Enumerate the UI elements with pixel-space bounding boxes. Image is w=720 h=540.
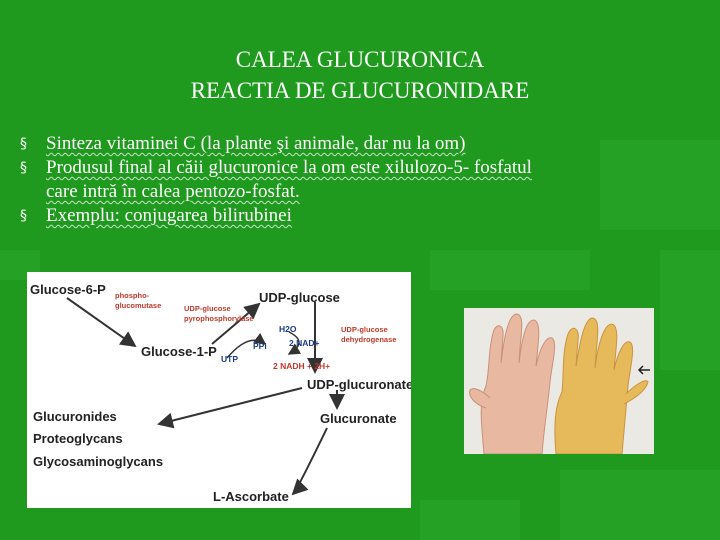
node-glucuronides: Glucuronides <box>33 409 117 424</box>
node-glucose-6-p: Glucose-6-P <box>30 282 106 297</box>
arrow-g1p-to-udpglucose <box>211 302 261 345</box>
arrow-glucuronate-to-lascorbate <box>291 427 328 496</box>
cofactor-h2o: H2O <box>279 324 297 334</box>
node-udp-glucose: UDP-glucose <box>259 290 340 305</box>
bullet-icon: § <box>20 208 27 224</box>
bullet-text-continued: care intră în calea pentozo-fosfat. <box>46 181 300 202</box>
bullet-icon: § <box>20 136 27 152</box>
enzyme-pyrophosphorylase-2: pyrophosphorylase <box>184 314 254 323</box>
bullet-icon: § <box>20 160 27 176</box>
glucuronic-pathway-diagram: Glucose-6-P phospho- glucomutase Glucose… <box>27 272 411 508</box>
enzyme-dehydrogenase-1: UDP-glucose <box>341 325 388 334</box>
cofactor-nadh: 2 NADH + 2H+ <box>273 361 330 371</box>
jaundice-hands-photo <box>464 308 654 454</box>
bullet-list: § Sinteza vitaminei C (la plante şi anim… <box>20 132 700 228</box>
node-glucuronate: Glucuronate <box>320 411 397 426</box>
node-proteoglycans: Proteoglycans <box>33 431 123 446</box>
slide-title: CALEA GLUCURONICA REACTIA DE GLUCURONIDA… <box>120 44 600 106</box>
bullet-text: Exemplu: conjugarea bilirubinei <box>46 205 292 226</box>
node-glycosaminoglycans: Glycosaminoglycans <box>33 454 163 469</box>
enzyme-dehydrogenase-2: dehydrogenase <box>341 335 396 344</box>
bullet-text: Produsul final al căii glucuronice la om… <box>46 157 532 178</box>
node-glucose-1-p: Glucose-1-P <box>141 344 217 359</box>
node-udp-glucuronate: UDP-glucuronate <box>307 377 411 392</box>
title-line-2: REACTIA DE GLUCURONIDARE <box>190 78 530 103</box>
arrow-g6p-to-g1p <box>66 297 137 348</box>
cofactor-utp: UTP <box>221 354 238 364</box>
bullet-text: Sinteza vitaminei C (la plante şi animal… <box>46 133 466 154</box>
bullet-item: § Produsul final al căii glucuronice la … <box>20 156 700 204</box>
cofactor-nad: 2 NAD+ <box>289 338 320 348</box>
pathway-svg: Glucose-6-P phospho- glucomutase Glucose… <box>30 282 411 504</box>
hands-image <box>464 308 654 454</box>
title-line-1: CALEA GLUCURONICA <box>235 47 485 72</box>
node-l-ascorbate: L-Ascorbate <box>213 489 289 504</box>
arrow-utp-ppi <box>226 332 267 359</box>
cofactor-ppi: PPi <box>253 341 267 351</box>
arrow-nad <box>287 331 302 355</box>
enzyme-pyrophosphorylase-1: UDP-glucose <box>184 304 231 313</box>
bullet-item: § Sinteza vitaminei C (la plante şi anim… <box>20 132 700 156</box>
arrow-udpglucuronate-to-glucuronides <box>157 387 303 429</box>
enzyme-phosphoglucomutase-1: phospho- <box>115 291 150 300</box>
enzyme-phosphoglucomutase-2: glucomutase <box>115 301 161 310</box>
bullet-item: § Exemplu: conjugarea bilirubinei <box>20 204 700 228</box>
